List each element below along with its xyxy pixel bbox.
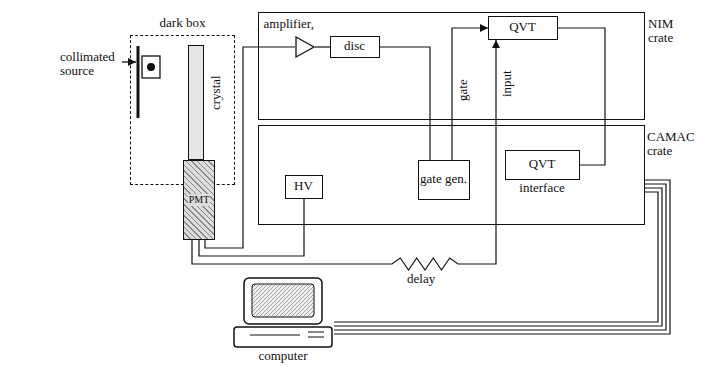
- qvt-box: QVT: [488, 16, 558, 40]
- signal-wire: [452, 28, 488, 160]
- hv-supply-box: HV: [285, 175, 323, 199]
- collimator-plate: [137, 46, 140, 118]
- signal-label: input: [500, 69, 514, 98]
- node-text: disc: [344, 39, 365, 53]
- source-dot: [147, 63, 155, 71]
- node-text: QVT: [509, 20, 536, 34]
- node-text: NIM crate: [648, 17, 692, 46]
- nim-crate: NIM crateamplifier,discQVT: [258, 12, 645, 120]
- signal-wire: [380, 47, 430, 160]
- node-text: gate gen.: [420, 172, 467, 186]
- source-arrow: [122, 61, 136, 62]
- computer: computer: [232, 276, 334, 348]
- monitor: [244, 278, 322, 324]
- node-text: PMT: [188, 194, 211, 206]
- camac-crate: CAMAC crateHVgate gen.QVTinterface: [258, 125, 645, 225]
- qvt-interface-box: QVTinterface: [505, 150, 580, 180]
- node-text: HV: [294, 179, 313, 193]
- source-label: collimated source: [60, 50, 122, 79]
- node-text: interface: [506, 181, 579, 195]
- crystal: crystal: [188, 45, 204, 160]
- amplifier-outline: [296, 37, 314, 57]
- bus-cable: [334, 180, 670, 334]
- discriminator-box: disc: [330, 36, 380, 58]
- node-text: crystal: [209, 75, 223, 110]
- amplifier-triangle: [295, 36, 315, 58]
- delay-label: delay: [407, 272, 457, 286]
- node-text: QVT: [529, 157, 556, 171]
- disk-slot: [308, 332, 324, 333]
- disk-slot: [308, 337, 324, 338]
- node-text: CAMAC crate: [647, 130, 699, 159]
- illustration: [122, 46, 332, 347]
- signal-wire: [315, 46, 330, 47]
- signal-label: gate: [456, 78, 470, 102]
- node-text: computer: [232, 349, 334, 363]
- photomultiplier: PMT: [183, 160, 215, 240]
- signal-wire: [192, 40, 496, 270]
- node-text: dark box: [131, 16, 234, 30]
- disk-slot: [250, 335, 300, 336]
- signal-wire: [205, 47, 295, 248]
- amplifier-symbol: amplifier,: [295, 36, 315, 58]
- screen: [252, 284, 314, 317]
- node-text: amplifier,: [264, 17, 314, 31]
- gate-generator-box: gate gen.: [418, 160, 470, 200]
- source-holder: [142, 56, 160, 78]
- signal-wire: [558, 28, 605, 165]
- computer-base: [234, 327, 332, 347]
